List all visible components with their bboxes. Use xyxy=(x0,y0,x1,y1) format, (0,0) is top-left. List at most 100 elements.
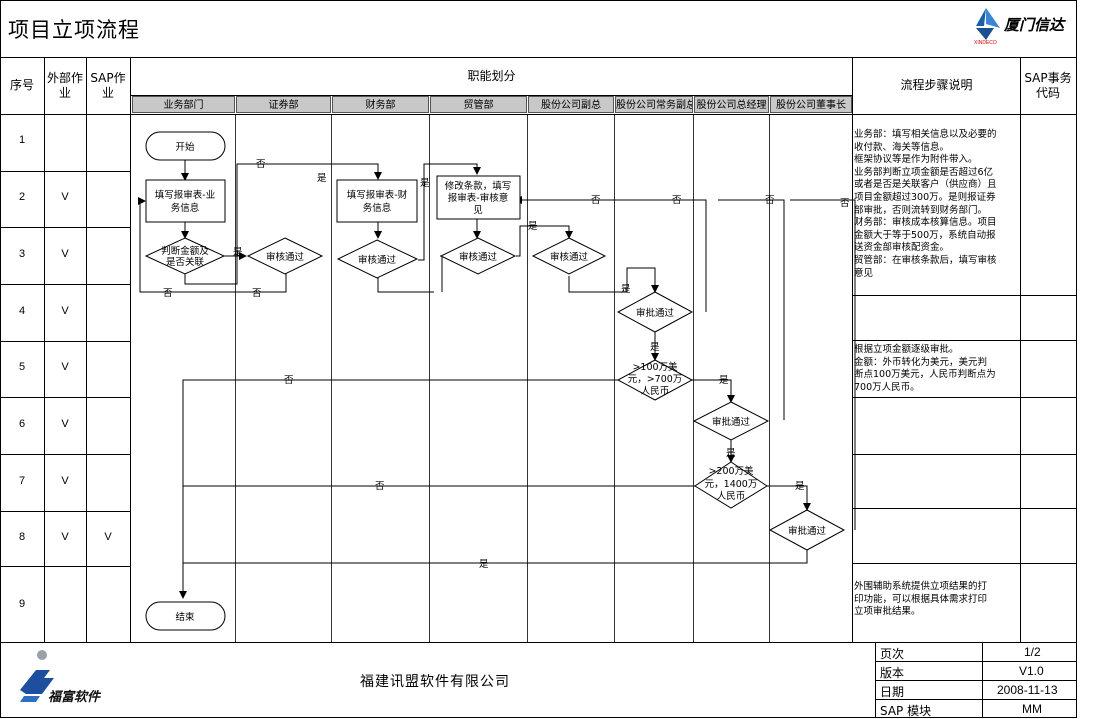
ext-mark-3: V xyxy=(61,248,69,260)
label-no: 否 xyxy=(284,375,294,386)
dept-business: 业务部门 xyxy=(132,96,235,113)
review-trade-node xyxy=(439,237,517,275)
brand-text: 福富软件 xyxy=(48,690,101,705)
row-num-8: 8 xyxy=(18,531,26,543)
footer-module-value: MM xyxy=(1022,702,1042,716)
label-yes: 是 xyxy=(650,342,660,353)
label-yes: 是 xyxy=(233,247,243,258)
logo-text: 厦门信达 xyxy=(1004,16,1065,34)
ext-mark-4: V xyxy=(61,305,69,317)
start-node xyxy=(145,131,226,161)
footer-version-label: 版本 xyxy=(880,666,905,680)
row-num-5: 5 xyxy=(18,361,26,373)
step-description-1: 业务部：填写相关信息以及必要的 收付款、海关等信息。 框架协议等是作为附件带入。… xyxy=(854,129,997,279)
fill-business-node xyxy=(145,179,226,223)
label-yes: 是 xyxy=(719,375,729,386)
end-text: 结束 xyxy=(175,611,195,623)
label-yes: 是 xyxy=(317,173,327,184)
review-sec-node xyxy=(246,237,324,275)
row-num-1: 1 xyxy=(18,134,26,146)
footer-company: 福建讯盟软件有限公司 xyxy=(360,674,510,690)
threshold2-text-2: 元，1400万 xyxy=(705,479,758,490)
review-fin-node xyxy=(336,239,419,279)
threshold1-text-1: >100万美 xyxy=(632,361,678,373)
review-vp-text: 审核通过 xyxy=(550,251,589,263)
footer-date-value: 2008-11-13 xyxy=(997,683,1058,697)
ext-mark-6: V xyxy=(61,418,69,430)
step-description-2: 根据立项金额逐级审批。 金额：外币转化为美元，美元判 断点100万美元，人民币判… xyxy=(854,344,996,393)
threshold2-node xyxy=(694,461,768,509)
label-no: 否 xyxy=(256,159,266,170)
row-num-9: 9 xyxy=(18,598,26,610)
row-num-7: 7 xyxy=(18,475,26,487)
label-no: 否 xyxy=(672,195,682,206)
company-logo: 厦门信达 XINDECO xyxy=(972,6,1072,50)
label-no: 否 xyxy=(765,195,775,206)
row-num-4: 4 xyxy=(18,305,26,317)
dept-finance: 财务部 xyxy=(332,96,429,113)
fill-finance-text-1: 填写报审表-财 xyxy=(347,189,408,201)
footer-page-value: 1/2 xyxy=(1024,645,1041,659)
fill-business-text-2: 务信息 xyxy=(171,202,200,214)
judge-amount-text-2: 是否关联 xyxy=(166,256,205,268)
dept-trade: 贸管部 xyxy=(430,96,527,113)
header-seq: 序号 xyxy=(9,78,34,92)
end-node xyxy=(145,601,226,631)
row-num-3: 3 xyxy=(18,248,26,260)
sap-mark-8: V xyxy=(104,531,112,543)
threshold2-text-1: >200万美 xyxy=(708,465,754,477)
fill-business-text-1: 填写报审表-业 xyxy=(155,189,215,201)
threshold1-node xyxy=(616,359,694,401)
label-yes: 是 xyxy=(726,448,736,459)
header-external: 外部作业 xyxy=(46,70,83,100)
footer-version-value: V1.0 xyxy=(1019,664,1044,678)
modify-node xyxy=(436,175,521,220)
fill-finance-node xyxy=(336,179,418,223)
header-steps: 流程步骤说明 xyxy=(900,78,973,92)
label-no: 否 xyxy=(591,195,601,206)
label-yes: 是 xyxy=(420,178,430,189)
label-no: 否 xyxy=(163,288,173,299)
dept-evp: 股份公司常务副总 xyxy=(615,96,693,113)
ext-mark-8: V xyxy=(61,531,69,543)
approve-chair-text: 审批通过 xyxy=(788,525,827,537)
approve-gm-node xyxy=(692,401,770,441)
header-functions: 职能划分 xyxy=(467,68,516,83)
dept-chairman: 股份公司董事长 xyxy=(770,96,852,113)
header-sap-op: SAP作业 xyxy=(90,70,126,100)
review-fin-text: 审核通过 xyxy=(358,254,397,266)
label-yes: 是 xyxy=(795,481,805,492)
logo-subtext: XINDECO xyxy=(974,40,997,46)
ext-mark-2: V xyxy=(61,191,69,203)
row-num-2: 2 xyxy=(18,191,26,203)
modify-text-1: 修改条款，填写 xyxy=(445,180,512,192)
label-yes: 是 xyxy=(479,559,489,570)
start-text: 开始 xyxy=(175,141,195,153)
approve-evp-node xyxy=(616,291,694,333)
label-no: 否 xyxy=(375,481,385,492)
judge-amount-node xyxy=(144,237,226,275)
dept-gm: 股份公司总经理 xyxy=(694,96,769,113)
dept-securities: 证券部 xyxy=(236,96,331,113)
approve-evp-text: 审批通过 xyxy=(636,307,675,319)
label-yes: 是 xyxy=(528,221,538,232)
review-sec-text: 审核通过 xyxy=(266,251,305,263)
dept-vp: 股份公司副总 xyxy=(528,96,614,113)
approve-gm-text: 审批通过 xyxy=(712,416,751,428)
threshold1-text-2: 元，>700万 xyxy=(628,374,683,385)
label-yes: 是 xyxy=(621,284,631,295)
xindeco-logo-icon xyxy=(976,8,1000,40)
brand-logo: 福富软件 xyxy=(14,648,124,708)
row-num-6: 6 xyxy=(18,418,26,430)
threshold2-text-3: 人民币 xyxy=(717,491,746,502)
label-no: 否 xyxy=(252,288,262,299)
review-trade-text: 审核通过 xyxy=(459,251,498,263)
step-description-3: 外围辅助系统提供立项结果的打 印功能，可以根据具体需求打印 立项审批结果。 xyxy=(854,581,988,618)
header-sap-code: SAP事务代码 xyxy=(1024,70,1072,100)
page-title: 项目立项流程 xyxy=(8,18,140,42)
modify-text-3: 见 xyxy=(473,205,483,216)
fill-finance-text-2: 务信息 xyxy=(363,202,392,214)
modify-text-2: 报审表-审核意 xyxy=(448,192,508,204)
